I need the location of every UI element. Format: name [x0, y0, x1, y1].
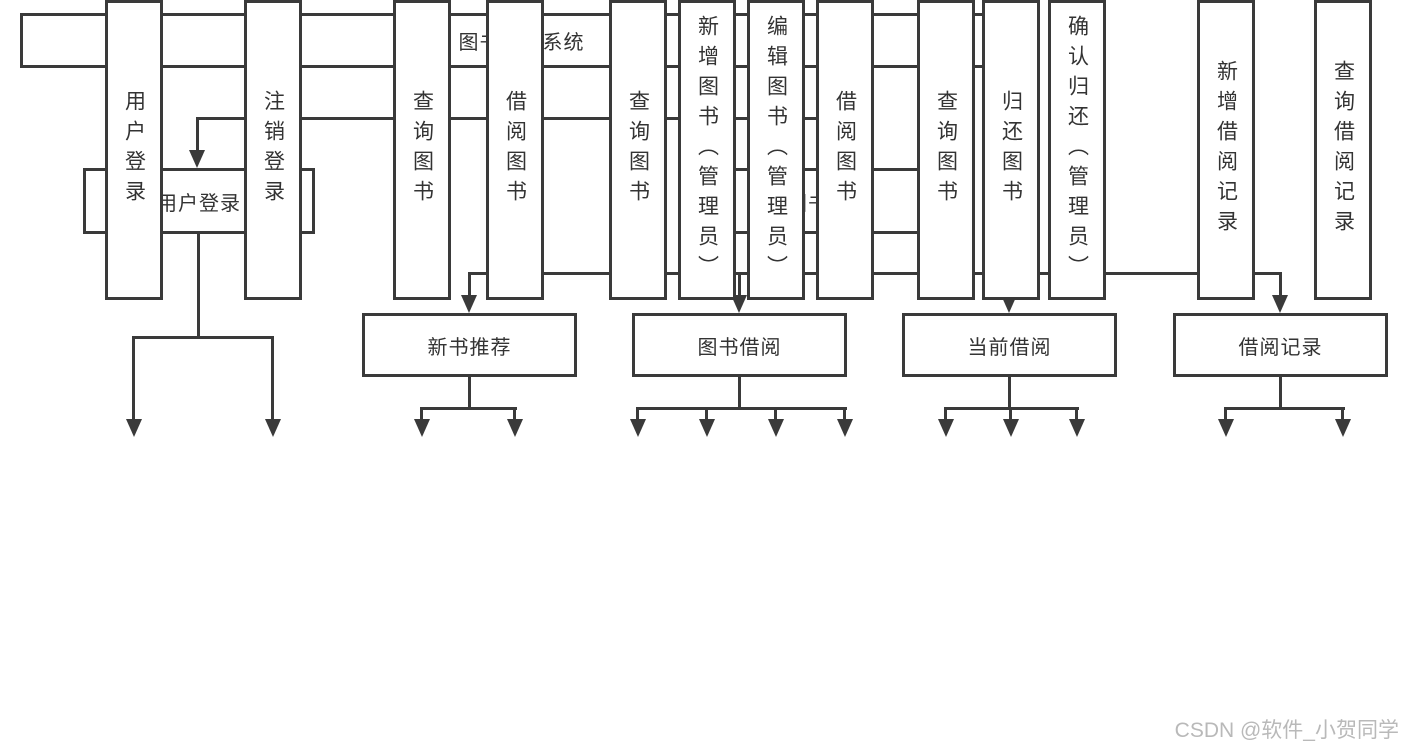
- connector-drop: [1279, 377, 1282, 407]
- connector-drop: [636, 407, 639, 421]
- leaf-label: 确认归还（管理员）: [1065, 15, 1089, 285]
- arrowhead-down: [189, 150, 205, 168]
- connector-splitter: [420, 407, 517, 410]
- leaf-logout: 注销登录: [244, 0, 302, 300]
- leaf-borrow-books: 借阅图书: [816, 0, 874, 300]
- connector-drop: [944, 407, 947, 421]
- connector-splitter: [636, 407, 847, 410]
- leaf-label: 归还图书: [999, 90, 1023, 210]
- connector-drop: [468, 272, 471, 297]
- arrowhead-down: [1335, 419, 1351, 437]
- arrowhead-down: [1218, 419, 1234, 437]
- connector-drop: [420, 407, 423, 421]
- node-label: 借阅记录: [1238, 336, 1323, 359]
- connector-drop: [1341, 407, 1344, 421]
- connector-user-login-splitter: [132, 336, 274, 339]
- node-label: 用户登录: [157, 192, 241, 215]
- leaf-label: 注销登录: [261, 90, 285, 210]
- leaf-user-login: 用户登录: [105, 0, 163, 300]
- leaf-query-borrow-record: 查询借阅记录: [1314, 0, 1372, 300]
- connector-drop: [738, 272, 741, 297]
- arrowhead-down: [630, 419, 646, 437]
- connector-drop: [132, 336, 135, 422]
- connector-drop: [271, 336, 274, 422]
- leaf-label: 用户登录: [122, 90, 146, 210]
- connector-drop: [468, 377, 471, 407]
- node-current-borrowing: 当前借阅: [902, 313, 1117, 377]
- arrowhead-down: [768, 419, 784, 437]
- connector-drop: [705, 407, 708, 421]
- leaf-label: 查询借阅记录: [1331, 60, 1355, 240]
- arrowhead-down: [126, 419, 142, 437]
- leaf-label: 查询图书: [410, 90, 434, 210]
- node-label: 图书借阅: [697, 336, 782, 359]
- arrowhead-down: [699, 419, 715, 437]
- arrowhead-down: [461, 295, 477, 313]
- connector-drop: [1224, 407, 1227, 421]
- leaf-label: 新增图书（管理员）: [695, 15, 719, 285]
- watermark: CSDN @软件_小贺同学: [1174, 719, 1399, 742]
- leaf-label: 借阅图书: [833, 90, 857, 210]
- connector-level3-splitter: [469, 272, 1282, 275]
- connector-drop: [1075, 407, 1078, 421]
- connector-drop: [843, 407, 846, 421]
- arrowhead-down: [938, 419, 954, 437]
- connector-drop: [513, 407, 516, 421]
- leaf-confirm-return-admin: 确认归还（管理员）: [1048, 0, 1106, 300]
- node-label: 新书推荐: [427, 336, 512, 359]
- leaf-query-books-borrowing: 查询图书: [609, 0, 667, 300]
- arrowhead-down: [1272, 295, 1288, 313]
- connector-drop: [1279, 272, 1282, 297]
- leaf-borrow-books-recommend: 借阅图书: [486, 0, 544, 300]
- leaf-query-books-current: 查询图书: [917, 0, 975, 300]
- connector-drop: [1009, 407, 1012, 421]
- leaf-label: 查询图书: [626, 90, 650, 210]
- leaf-query-books-recommend: 查询图书: [393, 0, 451, 300]
- connector-drop-user-login: [196, 117, 199, 152]
- connector-drop: [774, 407, 777, 421]
- node-borrowing-records: 借阅记录: [1173, 313, 1388, 377]
- connector-splitter: [1224, 407, 1345, 410]
- leaf-label: 编辑图书（管理员）: [764, 15, 788, 285]
- leaf-add-books-admin: 新增图书（管理员）: [678, 0, 736, 300]
- arrowhead-down: [837, 419, 853, 437]
- arrowhead-down: [507, 419, 523, 437]
- connector-user-login-drop: [197, 234, 200, 336]
- leaf-label: 新增借阅记录: [1214, 60, 1238, 240]
- arrowhead-down: [1003, 419, 1019, 437]
- connector-drop: [1008, 377, 1011, 407]
- arrowhead-down: [414, 419, 430, 437]
- arrowhead-down: [265, 419, 281, 437]
- leaf-label: 借阅图书: [503, 90, 527, 210]
- arrowhead-down: [1069, 419, 1085, 437]
- node-new-book-recommendation: 新书推荐: [362, 313, 577, 377]
- node-label: 当前借阅: [967, 336, 1052, 359]
- leaf-label: 查询图书: [934, 90, 958, 210]
- connector-drop: [738, 377, 741, 407]
- leaf-add-borrow-record: 新增借阅记录: [1197, 0, 1255, 300]
- leaf-edit-books-admin: 编辑图书（管理员）: [747, 0, 805, 300]
- node-book-borrowing: 图书借阅: [632, 313, 847, 377]
- leaf-return-books: 归还图书: [982, 0, 1040, 300]
